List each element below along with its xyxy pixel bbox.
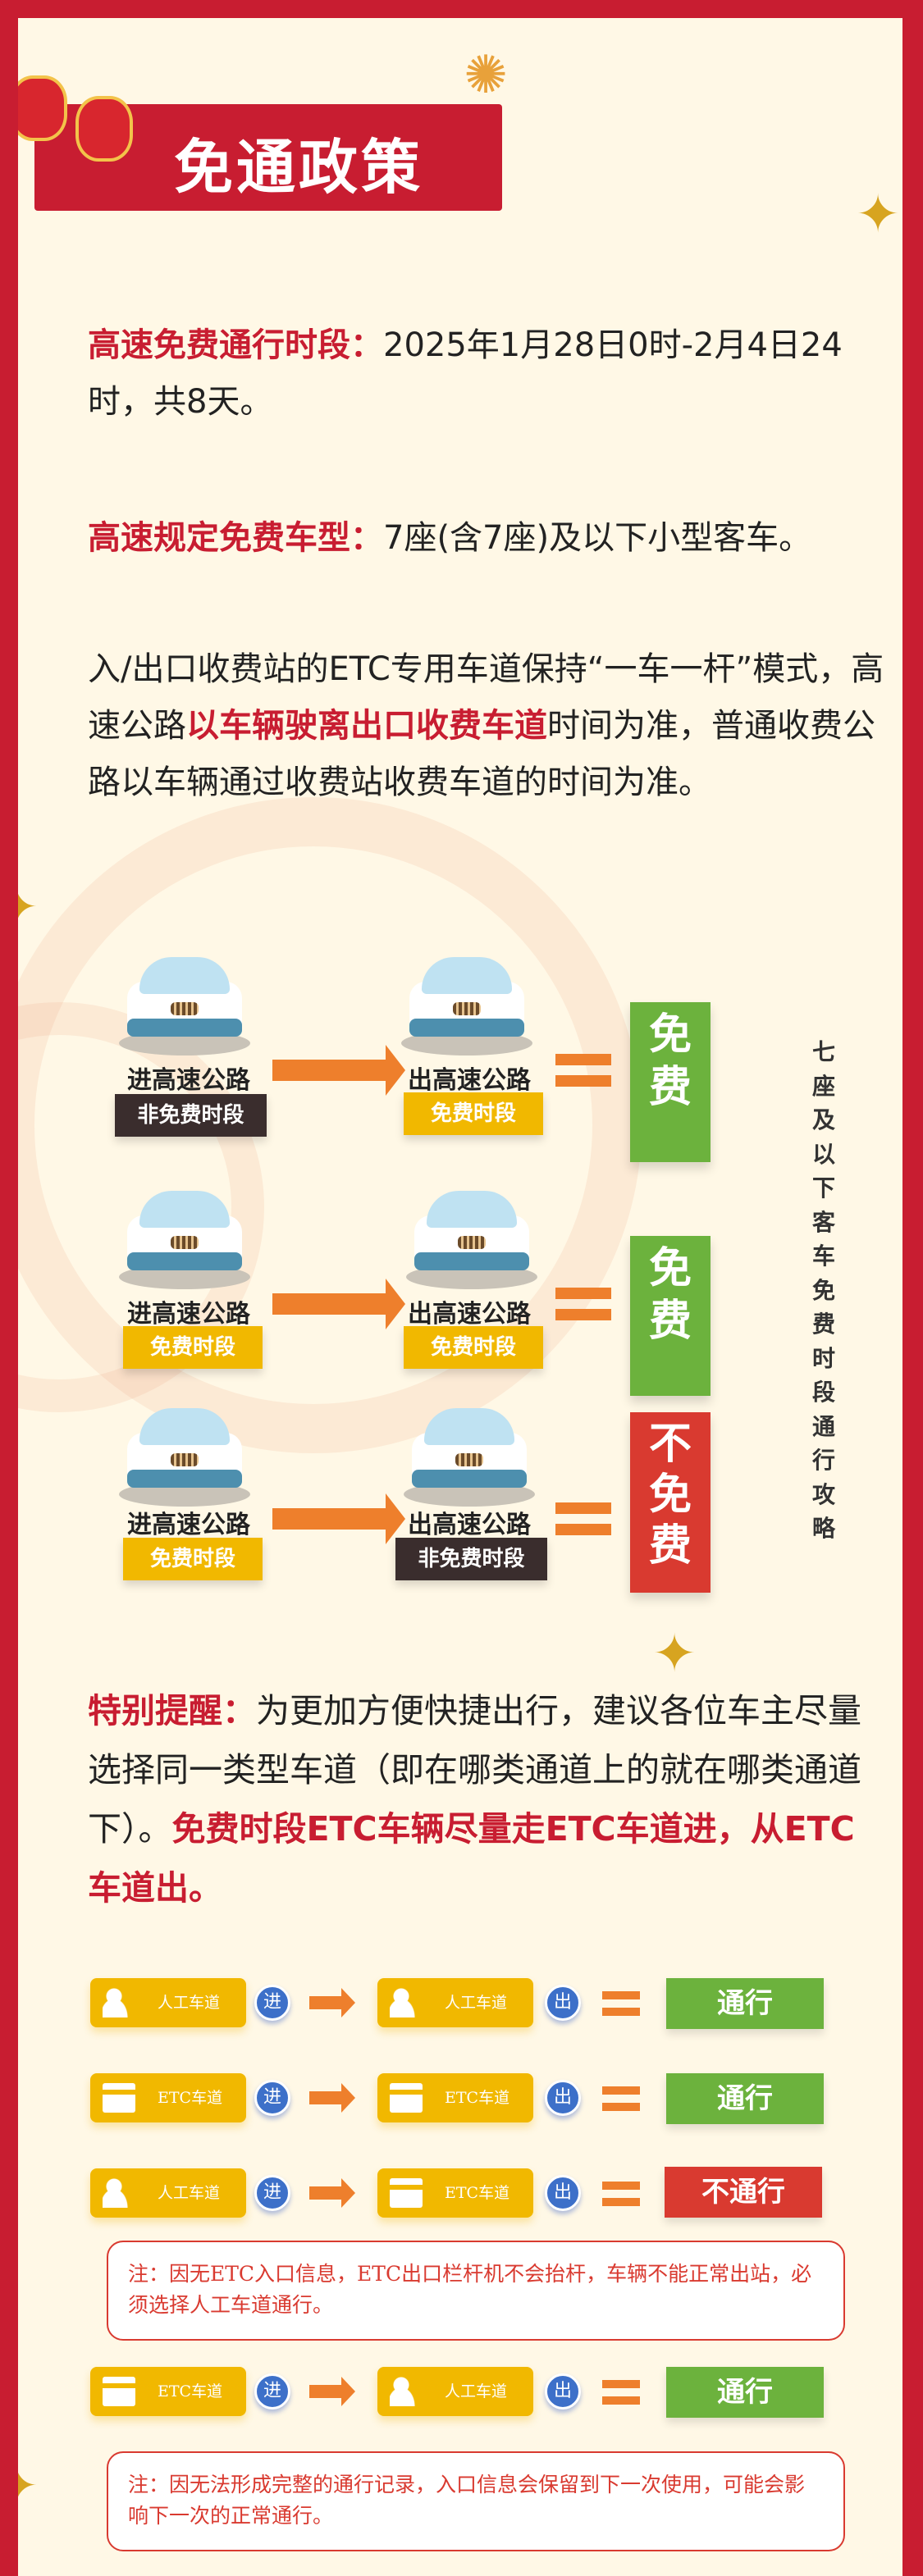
page-title: 免通政策	[174, 133, 424, 202]
arrow-icon	[309, 2178, 355, 2208]
page-background: 免通政策 ✺ ✦ ✦ ✦ ✦ 高速免费通行时段：2025年1月28日0时-2月4…	[18, 18, 902, 2576]
sparkle-icon: ✦	[18, 2460, 41, 2513]
in-icon: 进	[254, 2373, 290, 2410]
exit-period-badge: 免费时段	[404, 1326, 543, 1369]
result-badge: 不免费	[630, 1412, 711, 1593]
firework-icon: ✺	[464, 45, 508, 106]
equals-icon	[602, 1991, 640, 2016]
enter-highway-label: 进高速公路	[127, 1511, 250, 1539]
arrow-icon	[309, 1988, 355, 2017]
enter-period-badge: 非免费时段	[115, 1094, 267, 1137]
lantern-icon	[75, 96, 133, 162]
note-box: 注：因无法形成完整的通行记录，入口信息会保留到下一次使用，可能会影响下一次的正常…	[107, 2451, 845, 2551]
exit-lane-etc: ETC车道	[377, 2168, 533, 2218]
exit-highway-label: 出高速公路	[408, 1066, 531, 1095]
car-icon	[402, 1187, 541, 1289]
enter-period-badge: 免费时段	[123, 1538, 263, 1580]
sparkle-icon: ✦	[652, 1624, 697, 1685]
equals-icon	[555, 1054, 611, 1087]
car-icon	[397, 953, 537, 1055]
equals-icon	[602, 2380, 640, 2405]
etc-rule-text: 入/出口收费站的ETC专用车道保持“一车一杆”模式，高速公路以车辆驶离出口收费车…	[88, 650, 884, 801]
equals-icon	[555, 1288, 611, 1320]
sparkle-icon: ✦	[18, 882, 41, 934]
exit-lane-manual: 人工车道	[377, 2367, 533, 2416]
car-icon	[115, 953, 254, 1055]
person-icon	[103, 1988, 135, 2017]
arrow-icon	[272, 1279, 405, 1329]
sparkle-icon: ✦	[856, 185, 900, 245]
arrow-icon	[309, 2377, 355, 2406]
car-icon	[400, 1404, 539, 1507]
car-icon	[115, 1187, 254, 1289]
exit-highway-label: 出高速公路	[408, 1511, 531, 1539]
in-icon: 进	[254, 1985, 290, 2021]
equals-icon	[602, 2086, 640, 2111]
free-vehicle-text: 高速规定免费车型：7座(含7座)及以下小型客车。	[88, 519, 812, 557]
entry-lane-manual: 人工车道	[90, 2168, 246, 2218]
result-badge: 通行	[666, 2073, 824, 2124]
out-icon: 出	[545, 2373, 581, 2410]
in-icon: 进	[254, 2175, 290, 2211]
exit-lane-etc: ETC车道	[377, 2073, 533, 2122]
out-icon: 出	[545, 2175, 581, 2211]
result-badge: 免费	[630, 1236, 711, 1396]
out-icon: 出	[545, 1985, 581, 2021]
lantern-icon	[18, 75, 67, 141]
equals-icon	[602, 2182, 640, 2206]
car-icon	[115, 1404, 254, 1507]
exit-lane-manual: 人工车道	[377, 1978, 533, 2027]
enter-period-badge: 免费时段	[123, 1326, 263, 1369]
arrow-icon	[272, 1045, 405, 1096]
entry-lane-manual: 人工车道	[90, 1978, 246, 2027]
person-icon	[390, 1988, 423, 2017]
card-icon	[390, 2083, 423, 2113]
enter-highway-label: 进高速公路	[127, 1300, 250, 1329]
in-icon: 进	[254, 2080, 290, 2116]
free-period-text: 高速免费通行时段：2025年1月28日0时-2月4日24时，共8天。	[88, 326, 843, 421]
result-badge: 不通行	[665, 2167, 822, 2218]
person-icon	[390, 2377, 423, 2406]
result-badge: 通行	[666, 2367, 824, 2418]
side-title: 七座及以下客车免费时段通行攻略	[811, 1038, 835, 1542]
note-box: 注：因无ETC入口信息，ETC出口栏杆机不会抬杆，车辆不能正常出站，必须选择人工…	[107, 2241, 845, 2341]
out-icon: 出	[545, 2080, 581, 2116]
person-icon	[103, 2178, 135, 2208]
card-icon	[103, 2377, 135, 2406]
result-badge: 免费	[630, 1002, 711, 1162]
arrow-icon	[272, 1493, 405, 1544]
arrow-icon	[309, 2083, 355, 2113]
equals-icon	[555, 1502, 611, 1535]
card-icon	[103, 2083, 135, 2113]
exit-highway-label: 出高速公路	[408, 1300, 531, 1329]
entry-lane-etc: ETC车道	[90, 2367, 246, 2416]
enter-highway-label: 进高速公路	[127, 1066, 250, 1095]
exit-period-badge: 免费时段	[404, 1092, 543, 1135]
entry-lane-etc: ETC车道	[90, 2073, 246, 2122]
special-reminder: 特别提醒：为更加方便快捷出行，建议各位车主尽量选择同一类型车道（即在哪类通道上的…	[88, 1691, 861, 1908]
card-icon	[390, 2178, 423, 2208]
result-badge: 通行	[666, 1978, 824, 2029]
exit-period-badge: 非免费时段	[395, 1538, 547, 1580]
